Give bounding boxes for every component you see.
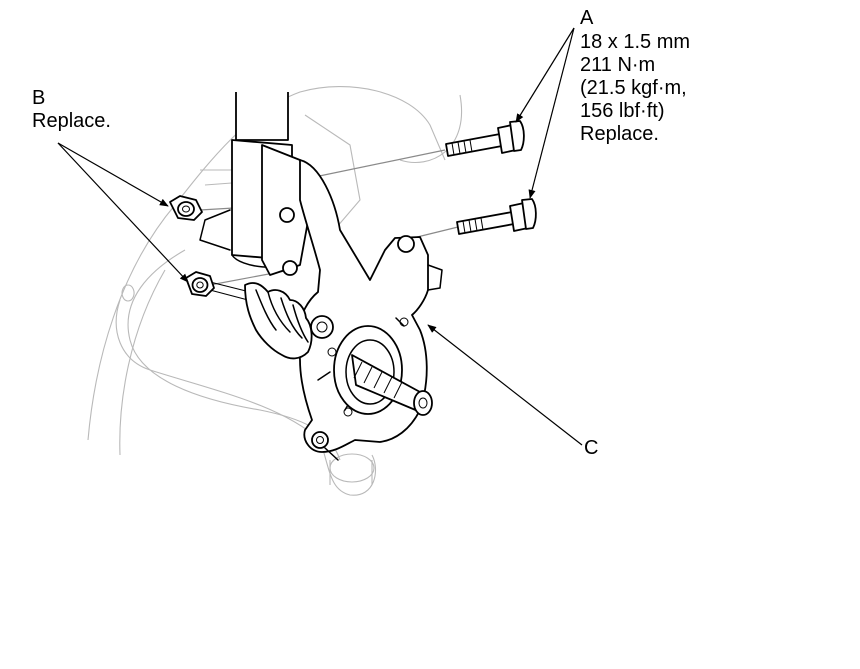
flange-bolt-upper (445, 120, 525, 157)
callout-b-replace-note: Replace. (32, 110, 111, 132)
callout-a-bolt-size: 18 x 1.5 mm (580, 31, 691, 53)
callout-a-torque-nm: 211 N·m (580, 54, 656, 76)
drive-shaft-boot (209, 281, 313, 360)
flange-bolt-lower (456, 198, 537, 235)
callout-a-torque-kgfm: (21.5 kgf·m, (580, 77, 687, 99)
self-locking-nut-upper (169, 195, 203, 221)
background-body-outline (87, 86, 463, 496)
self-locking-nut-lower (185, 271, 215, 297)
callout-a-replace-note: Replace. (580, 123, 659, 145)
steering-knuckle (297, 159, 443, 461)
callout-b-letter: B (32, 87, 46, 109)
leader-c (427, 324, 583, 446)
leader-b-upper (57, 142, 169, 207)
callout-c-letter: C (584, 437, 599, 459)
strut-assembly (199, 92, 311, 276)
callout-leaders (57, 27, 583, 446)
leader-b-lower (57, 142, 189, 283)
leader-a-upper (515, 27, 575, 123)
callout-a-letter: A (580, 7, 594, 29)
callout-a-torque-lbfft: 156 lbf·ft) (580, 100, 665, 122)
leader-a-lower (528, 27, 575, 199)
